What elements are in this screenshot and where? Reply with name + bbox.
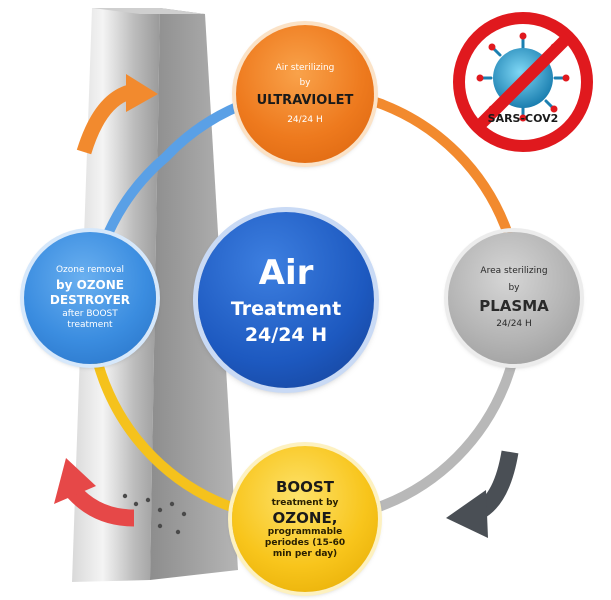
center-schedule: 24/24 H [244,324,328,347]
boost-ozone: OZONE, [272,509,338,528]
node-boost-ozone: BOOST treatment by OZONE, programmable p… [232,446,378,592]
node-ultraviolet: Air sterilizing by ULTRAVIOLET 24/24 H [236,25,374,163]
arrow-red [54,458,135,527]
arrow-orange [76,74,158,155]
uv-title: ULTRAVIOLET [256,93,354,109]
ozone-line5: treatment [67,319,113,330]
ozone-title: DESTROYER [49,292,131,307]
uv-line2: by [299,78,311,89]
node-plasma: Area sterilizing by PLASMA 24/24 H [448,232,580,364]
boost-title: BOOST [276,478,334,497]
boost-line4: programmable [267,527,343,538]
uv-line4: 24/24 H [287,114,323,125]
sars-cov2-prohibition-badge [453,12,593,152]
node-air-treatment: Air Treatment 24/24 H [198,212,374,388]
ozone-line2: by OZONE [56,278,124,293]
center-title: Air [258,252,314,293]
center-subtitle: Treatment [230,297,342,320]
boost-line2: treatment by [271,498,339,509]
prohibition-slash [473,32,573,132]
arrow-gray [446,450,519,538]
ozone-line4: after BOOST [62,308,118,319]
boost-line5: periodes (15-60 [264,538,346,548]
prohibition-ring [453,12,593,152]
boost-line6: min per day) [272,548,338,559]
plasma-title: PLASMA [479,297,549,316]
tower-vent-holes [122,493,187,535]
plasma-line1: Area sterilizing [480,265,548,276]
plasma-line4: 24/24 H [496,319,532,330]
uv-line1: Air sterilizing [275,62,335,73]
node-ozone-destroyer: Ozone removal by OZONE DESTROYER after B… [24,232,156,364]
plasma-line2: by [508,282,520,293]
ozone-line1: Ozone removal [55,265,125,276]
sars-cov2-label: SARS-COV2 [487,112,559,125]
